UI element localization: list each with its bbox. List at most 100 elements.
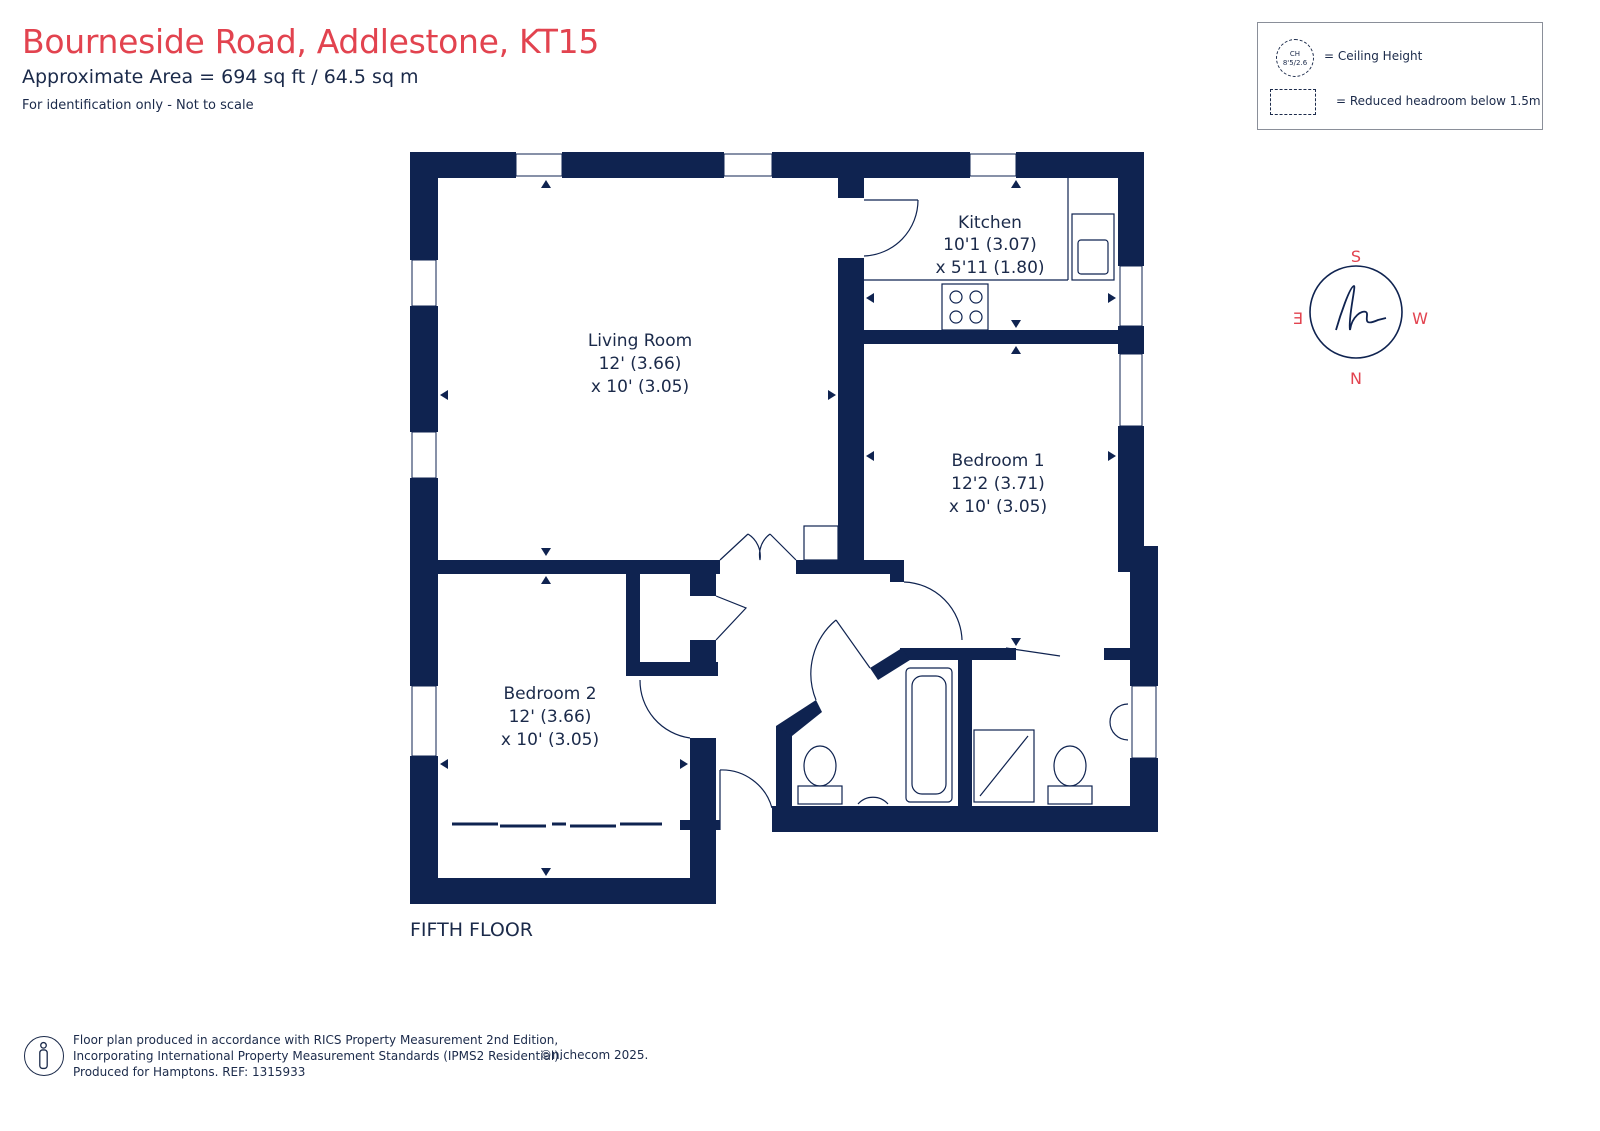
approximate-area: Approximate Area = 694 sq ft / 64.5 sq m — [22, 66, 419, 88]
compass-east: E — [1293, 309, 1303, 328]
wall-living-kitchen-top — [838, 178, 864, 198]
identification-note: For identification only - Not to scale — [22, 98, 254, 113]
kitchen-name: Kitchen — [958, 213, 1022, 233]
living-room-name: Living Room — [588, 331, 692, 351]
wall-living-kitchen — [838, 258, 864, 562]
bedroom1-dim2: x 10' (3.05) — [949, 497, 1047, 517]
wall-bath-angle-right — [870, 648, 910, 680]
footer-line2: Incorporating International Property Mea… — [73, 1049, 563, 1063]
wall-bath-angle-left — [776, 700, 822, 736]
shower-tray — [973, 729, 1035, 803]
wall-hall-jamb — [890, 560, 904, 582]
bath-tub — [905, 667, 953, 803]
living-room-dim1: 12' (3.66) — [599, 354, 682, 374]
kitchen-sink-bowl — [1077, 239, 1109, 275]
footer-line1: Floor plan produced in accordance with R… — [73, 1033, 559, 1047]
basin-bathroom — [857, 796, 889, 805]
compass-logo-icon — [1335, 285, 1387, 331]
reduced-headroom-swatch-icon — [1270, 89, 1316, 115]
wall-bottom-bath — [772, 806, 1158, 832]
person-info-icon — [24, 1036, 64, 1076]
wall-cupboard-right-top — [690, 572, 716, 596]
hob-ring-2 — [969, 290, 983, 304]
bedroom1-name: Bedroom 1 — [951, 451, 1044, 471]
compass-ring — [1309, 265, 1403, 359]
compass-west: W — [1412, 309, 1428, 328]
bedroom2-dim1: 12' (3.66) — [509, 707, 592, 727]
door-kitchen-swing — [863, 199, 919, 257]
window-bed2 — [411, 685, 437, 757]
window-bed1 — [1119, 353, 1143, 427]
room-labels: Kitchen 10'1 (3.07) x 5'11 (1.80) Living… — [501, 213, 1047, 750]
wall-bath-divider — [958, 648, 972, 806]
door-entrance-swing — [719, 769, 773, 809]
reduced-headroom-label: = Reduced headroom below 1.5m — [1336, 94, 1541, 108]
wall-bottom-bed2 — [410, 878, 716, 904]
legend-box: CH 8'5/2.6 = Ceiling Height = Reduced he… — [1257, 22, 1543, 130]
footer-line3: Produced for Hamptons. REF: 1315933 — [73, 1065, 306, 1079]
window-living-left-2 — [411, 431, 437, 479]
window-living-2 — [723, 153, 773, 177]
sliding-door-ensuite — [1005, 647, 1061, 657]
kitchen-dim2: x 5'11 (1.80) — [935, 258, 1044, 278]
ceiling-height-label: = Ceiling Height — [1324, 49, 1423, 63]
measurement-arrows — [440, 180, 1116, 876]
window-living-left-1 — [411, 259, 437, 307]
property-title: Bourneside Road, Addlestone, KT15 — [22, 22, 600, 61]
kitchen-dim1: 10'1 (3.07) — [943, 235, 1037, 255]
fixtures — [639, 178, 1129, 830]
walls — [410, 152, 1158, 904]
bedroom2-name: Bedroom 2 — [503, 684, 596, 704]
wall-right-1 — [1118, 152, 1144, 266]
toilet-cistern-bathroom — [797, 785, 843, 805]
compass-north: N — [1350, 369, 1362, 386]
wall-cupboard-left — [626, 572, 640, 674]
wall-living-bottom — [438, 560, 720, 574]
toilet-cistern-ensuite — [1047, 785, 1093, 805]
toilet-bathroom — [803, 745, 837, 787]
compass-icon: S N E W — [1293, 247, 1428, 386]
floor-label: FIFTH FLOOR — [410, 919, 534, 941]
wall-bed2-door-jamb — [680, 820, 720, 830]
wall-hall-top — [796, 560, 890, 574]
wall-bath-top — [900, 648, 960, 660]
bedroom2-dim2: x 10' (3.05) — [501, 730, 599, 750]
door-cupboard — [715, 595, 748, 641]
wall-bath1-left — [776, 726, 792, 806]
door-bath-leaf — [835, 619, 871, 669]
hob-ring-1 — [949, 290, 963, 304]
kitchen-hob — [941, 283, 989, 331]
window-kitchen-right — [1119, 265, 1143, 327]
basin-ensuite — [1109, 703, 1129, 741]
hob-ring-3 — [949, 310, 963, 324]
door-bed2-swing — [639, 679, 691, 739]
footer-text: Floor plan produced in accordance with R… — [73, 1032, 563, 1080]
door-bath-swing — [810, 619, 837, 701]
living-room-dim2: x 10' (3.05) — [591, 377, 689, 397]
bath-tub-inner — [911, 675, 947, 795]
wall-top-2 — [562, 152, 724, 178]
wall-left-3 — [410, 478, 438, 686]
bedroom1-dim1: 12'2 (3.71) — [951, 474, 1045, 494]
cupboard-living — [803, 525, 839, 561]
window-kitchen — [969, 153, 1017, 177]
wall-cupboard-right-bottom — [690, 640, 716, 676]
ch-badge-line2: 8'5/2.6 — [1282, 59, 1308, 67]
double-door-leaves — [719, 533, 797, 561]
window-ensuite — [1131, 685, 1157, 759]
windows — [411, 153, 1157, 759]
wall-right-4 — [1130, 546, 1158, 686]
double-door-swing — [747, 533, 771, 561]
ceiling-height-badge-icon: CH 8'5/2.6 — [1276, 39, 1314, 77]
window-living-1 — [515, 153, 563, 177]
wall-ensuite-top-right — [1104, 648, 1134, 660]
wall-ensuite-top — [972, 648, 1016, 660]
wardrobe — [452, 822, 662, 828]
wall-left-2 — [410, 306, 438, 432]
footer-copyright: ©nichecom 2025. — [540, 1048, 649, 1062]
hob-ring-4 — [969, 310, 983, 324]
shower-diagonal — [979, 735, 1029, 797]
ch-badge-line1: CH — [1289, 50, 1301, 58]
wall-left-1 — [410, 152, 438, 260]
